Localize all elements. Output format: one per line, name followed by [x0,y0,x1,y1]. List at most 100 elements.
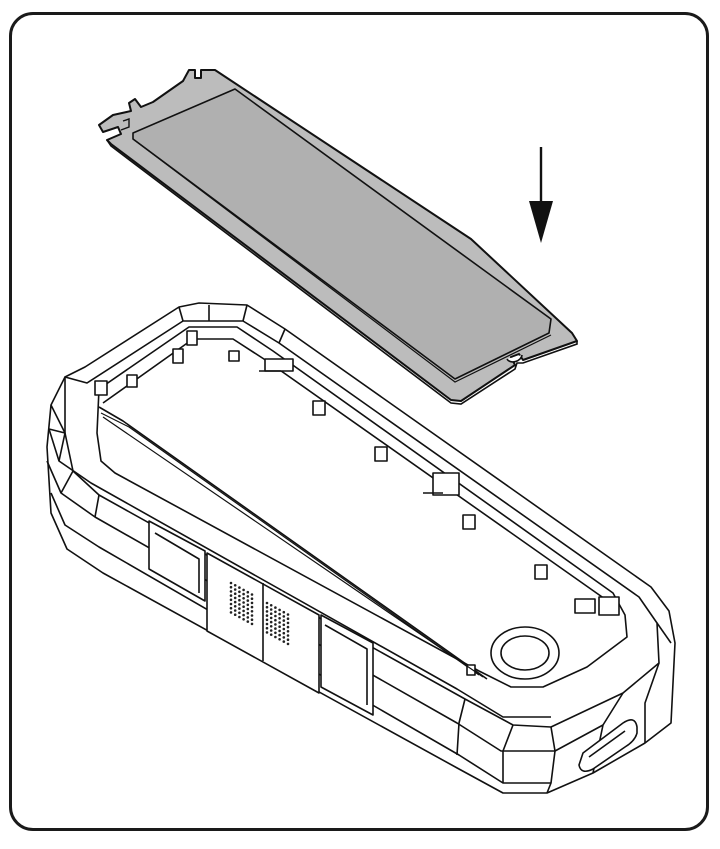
grip-dot [282,619,286,622]
cavity-wall-line [98,406,488,680]
grip-dot [250,597,254,600]
grip-dot [242,588,245,592]
grip-dot [282,627,286,631]
cavity-clips [94,330,620,676]
grip-dot [286,613,290,616]
grip-dot [282,631,286,635]
grip-dot [246,620,250,623]
grip-dot [278,608,281,612]
grip-dot [269,620,273,624]
grip-dot [250,593,254,596]
grip-dot [246,590,250,594]
enclosure-top-rim [64,320,660,728]
grip-dot [274,618,277,622]
grip-dot [238,611,241,615]
grip-dot [278,629,281,633]
grip-dot [282,610,286,614]
grip-dot [233,613,237,616]
grip-dot [242,618,245,621]
grip-dot [250,622,254,626]
grip-dot [265,631,269,634]
grip-dot [242,597,245,600]
grip-dot [265,622,269,626]
grip-dot [233,584,237,587]
grip-dot [238,594,241,598]
down-arrow-icon [529,147,553,243]
grip-dot [246,599,250,602]
grip-dot [286,621,290,625]
grip-dot [286,642,290,646]
grip-dot [242,609,245,613]
grip-dot [274,614,277,618]
grip-dot [250,605,254,609]
grip-dot [282,640,286,643]
grip-dot [265,626,269,630]
grip-dot [269,616,273,620]
grip-dot [238,603,241,606]
grip-dot [282,623,286,627]
grip-dot [274,623,277,626]
grip-dot [229,598,233,602]
enclosure-cavity [96,326,628,688]
grip-dot [250,601,254,605]
grip-dot [265,618,269,622]
grip-dot [274,627,277,630]
grip-dot [278,633,281,637]
grip-dot [265,614,269,617]
ssd-screw-notch [506,354,523,363]
grip-dot [233,592,237,595]
grip-dot [246,607,250,611]
grip-dot [282,615,286,618]
grip-dot [238,615,241,619]
grip-dot [238,607,241,610]
ssd-key-notch [120,118,130,131]
grip-dot [242,592,245,596]
grip-dot [246,595,250,598]
latch-grip-dots [229,581,290,646]
grip-dot [233,609,237,612]
grip-dot [229,611,233,614]
grip-dot [286,630,290,633]
grip-dot [286,625,290,629]
grip-dot [242,613,245,617]
grip-dot [229,594,233,597]
grip-dot [269,608,273,611]
grip-dot [250,614,254,617]
grip-dot [233,600,237,604]
grip-dot [238,590,241,594]
grip-dot [278,617,281,620]
enclosure-side-band [48,428,551,718]
grip-dot [286,617,290,620]
grip-dot [242,601,245,604]
grip-dot [282,636,286,639]
grip-dot [269,612,273,615]
grip-dot [278,612,281,616]
grip-dot [269,633,273,636]
grip-dot [265,610,269,613]
grip-dot [229,602,233,606]
grip-dot [229,606,233,610]
grip-dot [274,631,277,635]
grip-dot [286,634,290,637]
grip-dot [274,606,277,609]
cavity-floor-line [102,338,606,600]
grip-dot [246,616,250,619]
grip-dot [229,581,233,585]
grip-dot [233,596,237,600]
grip-dot [265,601,269,605]
grip-dot [250,610,254,613]
grip-dot [274,635,277,639]
ssd-label-edge [132,138,552,383]
grip-dot [233,605,237,608]
grip-dot [286,638,290,641]
grip-dot [278,638,281,641]
enclosure [46,302,676,794]
grip-dot [269,629,273,632]
latch-recess-right [320,614,374,716]
grip-dot [246,611,250,615]
latch-recess-left [148,520,206,602]
grip-dot [238,598,241,602]
grip-dot [238,586,241,589]
grip-dot [278,621,281,624]
m2-ssd-module [98,69,578,405]
